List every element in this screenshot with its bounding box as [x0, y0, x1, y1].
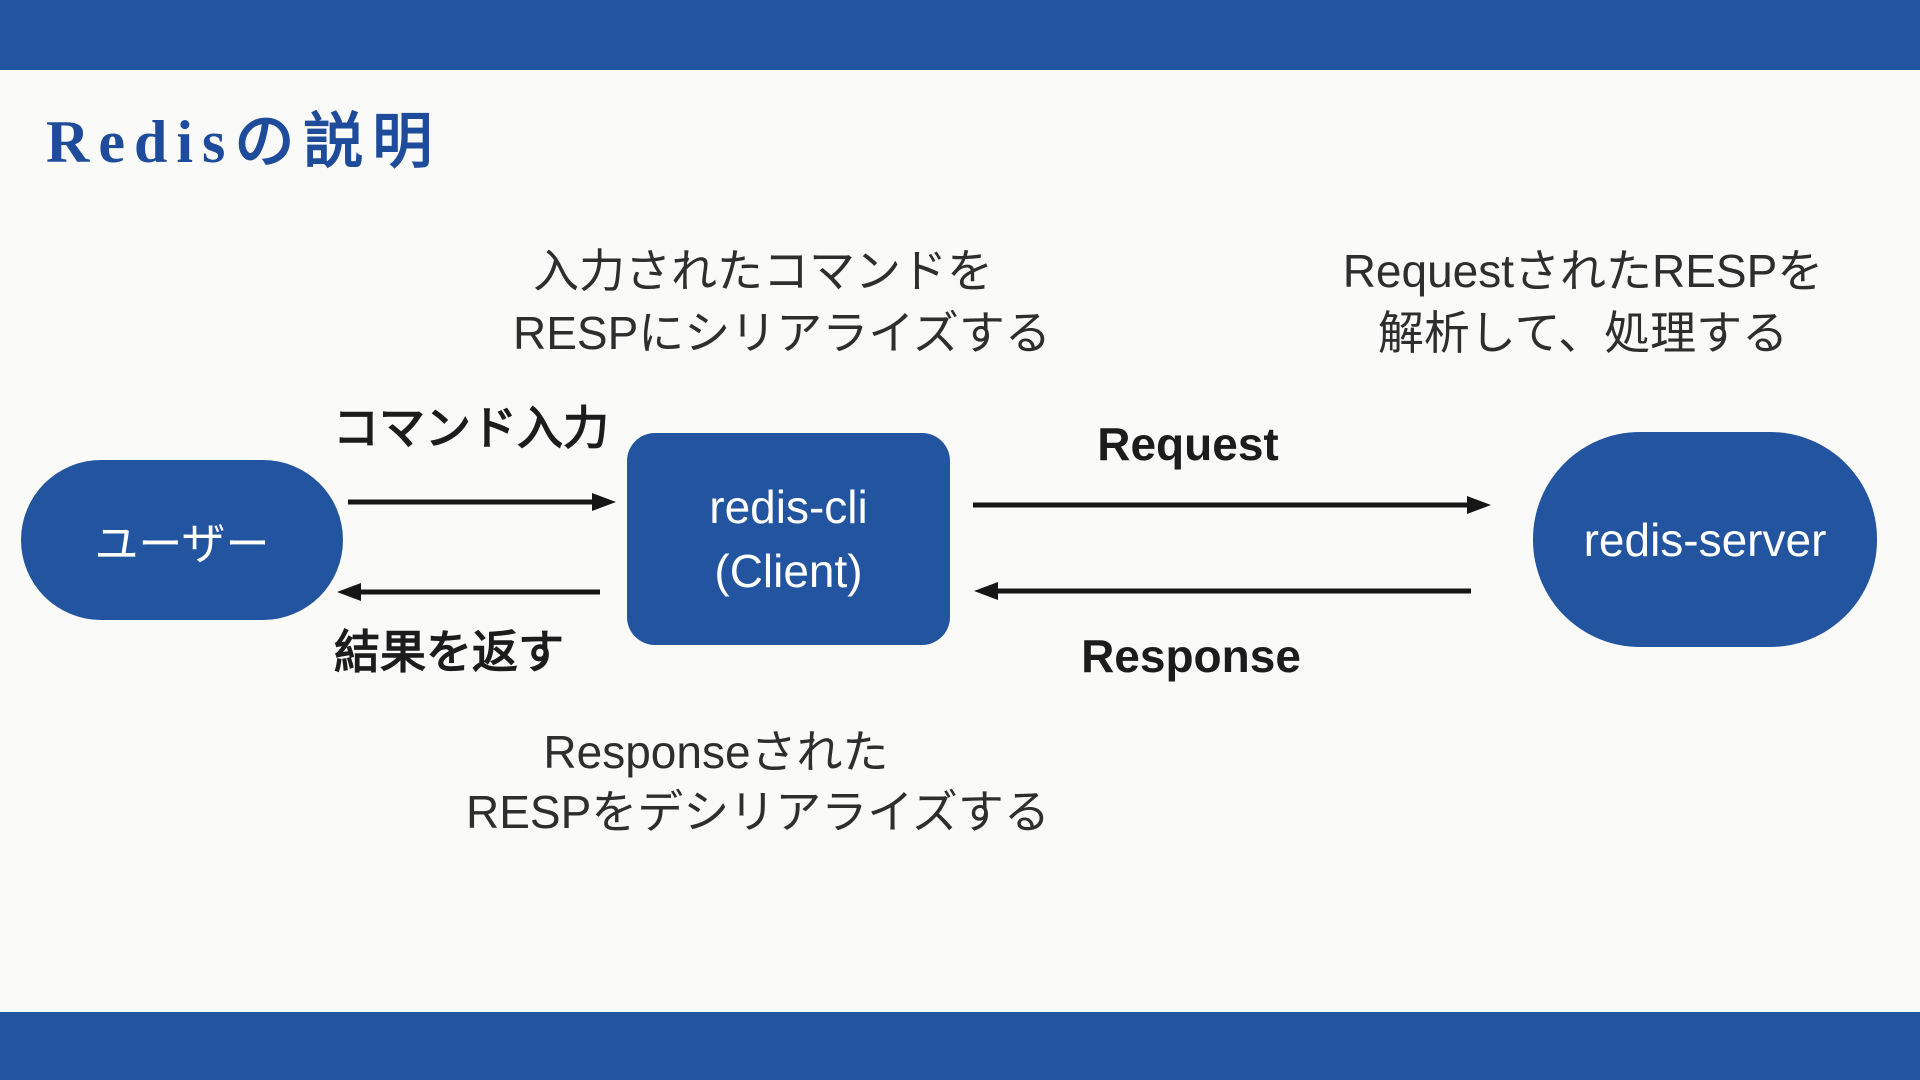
- annotation-line: Responseされた: [543, 726, 889, 778]
- edge-label-response: Response: [1081, 630, 1301, 682]
- annotation-line: RequestされたRESPを: [1342, 245, 1824, 297]
- annotation-line: RESPにシリアライズする: [513, 307, 1051, 359]
- page-title: Redisの説明: [46, 109, 442, 175]
- annotation-server-parse: RequestされたRESPを 解析して、処理する: [1333, 240, 1833, 364]
- annotation-line: RESPをデシリアライズする: [466, 786, 1050, 838]
- node-user-label: ユーザー: [94, 520, 270, 569]
- annotation-cli-deserialize: Responseされた RESPをデシリアライズする: [466, 722, 1050, 842]
- bottom-accent-bar: [0, 1012, 1920, 1080]
- node-server-label: redis-server: [1583, 513, 1827, 566]
- node-redis-server: redis-server: [1533, 432, 1877, 647]
- node-redis-cli: redis-cli (Client): [627, 433, 950, 645]
- edge-label-return-result: 結果を返す: [334, 626, 564, 678]
- node-cli-label-line1: redis-cli: [709, 481, 868, 533]
- annotation-cli-serialize: 入力されたコマンドを RESPにシリアライズする: [513, 240, 1051, 364]
- top-accent-bar: [0, 0, 1920, 70]
- annotation-line: 解析して、処理する: [1377, 307, 1789, 359]
- edge-label-command-input: コマンド入力: [333, 402, 609, 454]
- node-cli-label-line2: (Client): [714, 545, 863, 597]
- edge-label-request: Request: [1097, 418, 1279, 470]
- annotation-line: 入力されたコマンドを: [533, 245, 993, 297]
- node-user: ユーザー: [21, 460, 343, 620]
